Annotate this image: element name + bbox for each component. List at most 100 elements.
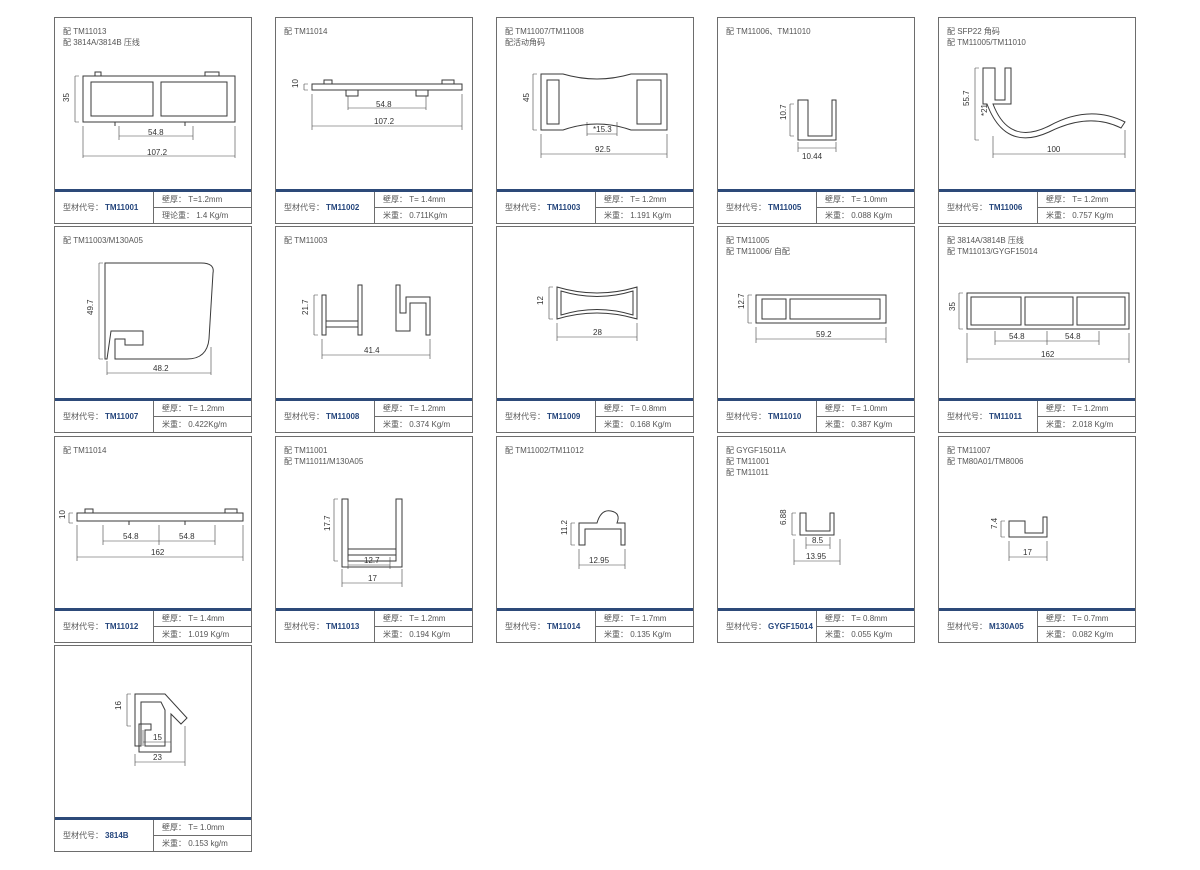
spec-bar: 型材代号：TM11014 壁厚： T= 1.7mm 米重： 0.135 Kg/m [497,608,693,642]
code-label: 型材代号： [505,412,545,421]
profile-card: 配 TM11014 10 54.8 107.2 型材代号：TM11002 壁厚：… [275,17,473,224]
code-label: 型材代号： [726,203,766,212]
profile-drawing: 49.7 48.2 [55,227,251,387]
card-note: 配 TM11007 配 TM80A01/TM8006 [947,446,1024,466]
weight-row: 米重： 0.194 Kg/m [375,626,472,642]
profile-code: TM11001 [105,203,139,212]
weight-row: 米重： 0.387 Kg/m [817,416,914,432]
dim-label: 10.44 [802,152,823,161]
code-label: 型材代号： [505,622,545,631]
code-label: 型材代号： [726,622,766,631]
code-cell: 型材代号：TM11013 [276,611,375,642]
thickness-value: T= 1.0mm [851,195,888,204]
card-note: 配 TM11013 配 3814A/3814B 压线 [63,27,140,47]
dim-label: 54.8 [1065,332,1081,341]
thickness-value: T= 1.2mm [630,195,667,204]
spec-values: 壁厚： T=1.2mm 理论重： 1.4 Kg/m [154,192,251,223]
weight-value: 1.019 Kg/m [188,630,230,639]
weight-value: 0.082 Kg/m [1072,630,1114,639]
dim-label: 16 [114,701,123,710]
code-label: 型材代号： [947,203,987,212]
weight-label: 米重： [162,420,186,429]
dim-label: 35 [62,93,71,102]
thickness-label: 壁厚： [383,614,407,623]
profile-drawing: 10 54.8 107.2 [276,18,472,178]
profile-code: GYGF15014 [768,622,813,631]
weight-value: 1.4 Kg/m [196,211,229,220]
thickness-row: 壁厚： T= 1.4mm [154,611,251,626]
dim-label: 15 [153,733,162,742]
card-note: 配 TM11014 [284,27,328,36]
code-cell: 型材代号：TM11008 [276,401,375,432]
weight-row: 米重： 0.422Kg/m [154,416,251,432]
thickness-label: 壁厚： [162,195,186,204]
profile-card: 配 TM11007/TM11008 配活动角码 45 *15.3 92.5 型材… [496,17,694,224]
profile-card: 配 3814A/3814B 压线 配 TM11013/GYGF15014 35 … [938,226,1136,433]
spec-values: 壁厚： T= 0.8mm 米重： 0.168 Kg/m [596,401,693,432]
code-cell: 型材代号：TM11012 [55,611,154,642]
thickness-label: 壁厚： [604,195,628,204]
dim-label: *21 [980,103,989,116]
weight-value: 0.135 Kg/m [630,630,672,639]
spec-bar: 型材代号：TM11006 壁厚： T= 1.2mm 米重： 0.757 Kg/m [939,189,1135,223]
thickness-label: 壁厚： [604,614,628,623]
weight-row: 米重： 0.374 Kg/m [375,416,472,432]
dim-label: 12.7 [737,293,746,309]
spec-values: 壁厚： T= 0.7mm 米重： 0.082 Kg/m [1038,611,1135,642]
dim-label: 45 [522,93,531,102]
spec-values: 壁厚： T= 1.2mm 米重： 2.018 Kg/m [1038,401,1135,432]
dim-label: 35 [948,302,957,311]
profile-code: TM11006 [989,203,1023,212]
thickness-row: 壁厚： T= 1.2mm [1038,192,1135,207]
spec-values: 壁厚： T= 1.2mm 米重： 1.191 Kg/m [596,192,693,223]
profile-card: 配 GYGF15011A 配 TM11001 配 TM11011 6.88 8.… [717,436,915,643]
weight-row: 理论重： 1.4 Kg/m [154,207,251,223]
spec-values: 壁厚： T= 1.2mm 米重： 0.194 Kg/m [375,611,472,642]
code-cell: 型材代号：TM11005 [718,192,817,223]
dim-label: 21.7 [301,299,310,315]
code-label: 型材代号： [726,412,766,421]
dim-label: 10 [291,79,300,88]
weight-row: 米重： 0.757 Kg/m [1038,207,1135,223]
weight-label: 米重： [1046,420,1070,429]
profile-code: TM11002 [326,203,360,212]
thickness-label: 壁厚： [604,404,628,413]
weight-label: 米重： [383,420,407,429]
code-label: 型材代号： [947,622,987,631]
code-cell: 型材代号：TM11014 [497,611,596,642]
spec-values: 壁厚： T= 1.4mm 米重： 1.019 Kg/m [154,611,251,642]
weight-row: 米重： 0.135 Kg/m [596,626,693,642]
profile-card: 配 TM11001 配 TM11011/M130A05 17.7 12.7 17… [275,436,473,643]
code-cell: 型材代号：TM11002 [276,192,375,223]
card-note: 配 TM11005 配 TM11006/ 自配 [726,236,790,256]
dim-label: 12 [536,296,545,305]
thickness-row: 壁厚： T= 1.0mm [817,401,914,416]
code-cell: 型材代号：GYGF15014 [718,611,817,642]
thickness-label: 壁厚： [1046,404,1070,413]
thickness-label: 壁厚： [162,823,186,832]
profile-code: TM11011 [989,412,1022,421]
spec-values: 壁厚： T= 0.8mm 米重： 0.055 Kg/m [817,611,914,642]
profile-code: TM11005 [768,203,802,212]
dim-label: 17.7 [323,515,332,531]
profile-drawing: 16 15 23 [55,646,251,806]
code-cell: 型材代号：3814B [55,820,154,851]
spec-values: 壁厚： T= 1.2mm 米重： 0.374 Kg/m [375,401,472,432]
thickness-row: 壁厚： T= 1.4mm [375,192,472,207]
thickness-label: 壁厚： [825,614,849,623]
weight-label: 米重： [825,630,849,639]
dim-label: 107.2 [147,148,168,157]
dim-label: *15.3 [593,125,612,134]
profile-code: TM11010 [768,412,802,421]
profile-code: TM11009 [547,412,581,421]
thickness-row: 壁厚： T= 1.0mm [817,192,914,207]
spec-bar: 型材代号：TM11009 壁厚： T= 0.8mm 米重： 0.168 Kg/m [497,398,693,432]
code-cell: 型材代号：TM11010 [718,401,817,432]
code-label: 型材代号： [63,831,103,840]
profile-code: M130A05 [989,622,1024,631]
spec-bar: 型材代号：TM11010 壁厚： T= 1.0mm 米重： 0.387 Kg/m [718,398,914,432]
weight-row: 米重： 1.191 Kg/m [596,207,693,223]
thickness-row: 壁厚： T= 0.8mm [817,611,914,626]
profile-code: TM11008 [326,412,360,421]
card-note: 配 GYGF15011A 配 TM11001 配 TM11011 [726,446,786,477]
